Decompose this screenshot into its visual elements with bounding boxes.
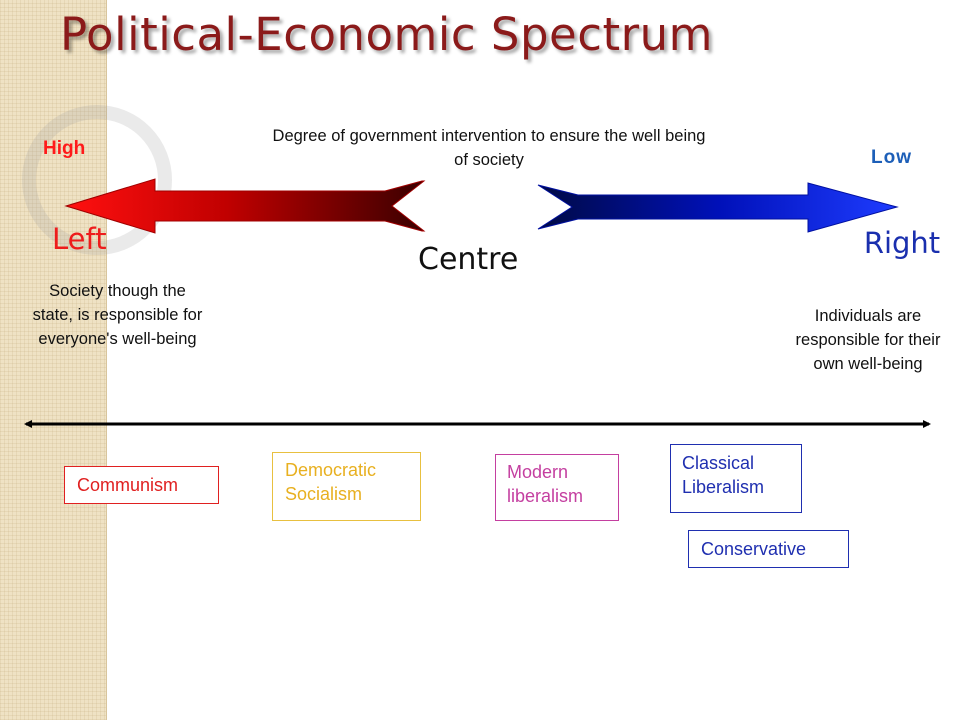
democratic-socialism-box: Democratic Socialism bbox=[272, 452, 421, 521]
modern-liberalism-box: Modern liberalism bbox=[495, 454, 619, 521]
centre-label: Centre bbox=[418, 242, 519, 277]
high-label: High bbox=[43, 138, 86, 159]
left-label: Left bbox=[52, 222, 107, 256]
right-label: Right bbox=[863, 226, 941, 260]
intervention-description: Degree of government intervention to ens… bbox=[272, 127, 706, 169]
low-label: Low bbox=[871, 147, 912, 168]
right-arrow bbox=[537, 182, 899, 233]
right-description: Individuals are responsible for their ow… bbox=[795, 307, 941, 373]
left-arrow bbox=[64, 178, 426, 234]
classical-liberalism-box: Classical Liberalism bbox=[670, 444, 802, 513]
page-title: Political-Economic Spectrum bbox=[60, 8, 713, 61]
communism-box: Communism bbox=[64, 466, 219, 504]
conservative-box: Conservative bbox=[688, 530, 849, 568]
left-description: Society though the state, is responsible… bbox=[32, 282, 203, 348]
